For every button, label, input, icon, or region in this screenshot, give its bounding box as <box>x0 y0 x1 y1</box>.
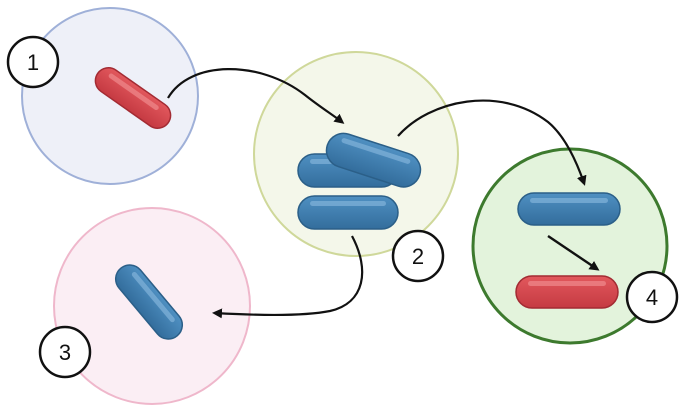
arrow-1-to-2 <box>167 68 345 124</box>
arrow-2-to-3 <box>212 235 364 319</box>
step-4-label: 4 <box>646 285 658 310</box>
step-4-group <box>471 147 669 345</box>
step-1-badge: 1 <box>6 35 60 89</box>
step-3-label: 3 <box>59 340 71 365</box>
blue-bacterium-step-2-c <box>325 132 422 188</box>
step-1-group <box>21 7 199 185</box>
step-2-badge: 2 <box>391 229 445 283</box>
blue-bacterium-step-4 <box>517 192 621 226</box>
arrow-2-to-4 <box>397 99 587 186</box>
red-bacterium-step-1 <box>94 67 172 129</box>
step-1-label: 1 <box>27 50 39 75</box>
arrow-blue-to-red-step-4 <box>547 235 600 271</box>
red-bacterium-step-4 <box>515 275 619 309</box>
step-4-badge: 4 <box>625 270 679 324</box>
step-2-group <box>253 51 459 257</box>
blue-bacterium-step-3 <box>114 264 184 340</box>
step-2-label: 2 <box>412 244 424 269</box>
step-3-group <box>53 207 251 405</box>
step-3-badge: 3 <box>38 325 92 379</box>
blue-bacterium-step-2-b <box>297 195 399 230</box>
